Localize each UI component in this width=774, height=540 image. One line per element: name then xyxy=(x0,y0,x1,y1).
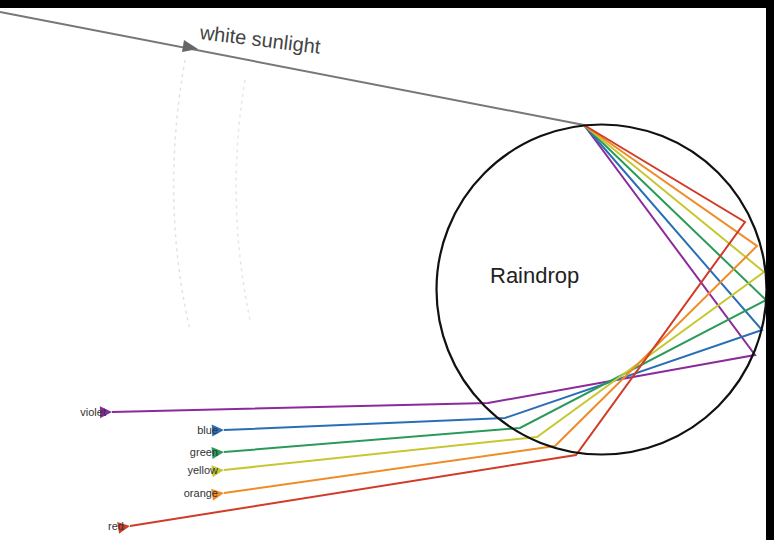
page-ground: Raindrop white sunlight violet blue green yel… xyxy=(0,8,766,540)
ray-illustration xyxy=(0,8,766,540)
colour-label: yellow xyxy=(187,464,218,476)
drop-label: Raindrop xyxy=(490,263,579,289)
colour-label: violet xyxy=(80,406,106,418)
light-label: white sunlight xyxy=(199,21,322,59)
circle-outline xyxy=(435,123,766,456)
colour-label: blue xyxy=(197,424,218,436)
colour-label: green xyxy=(190,446,218,458)
colour-label: red xyxy=(108,520,124,532)
colour-label: orange xyxy=(184,487,218,499)
raindrop-circle: Raindrop xyxy=(435,123,766,456)
